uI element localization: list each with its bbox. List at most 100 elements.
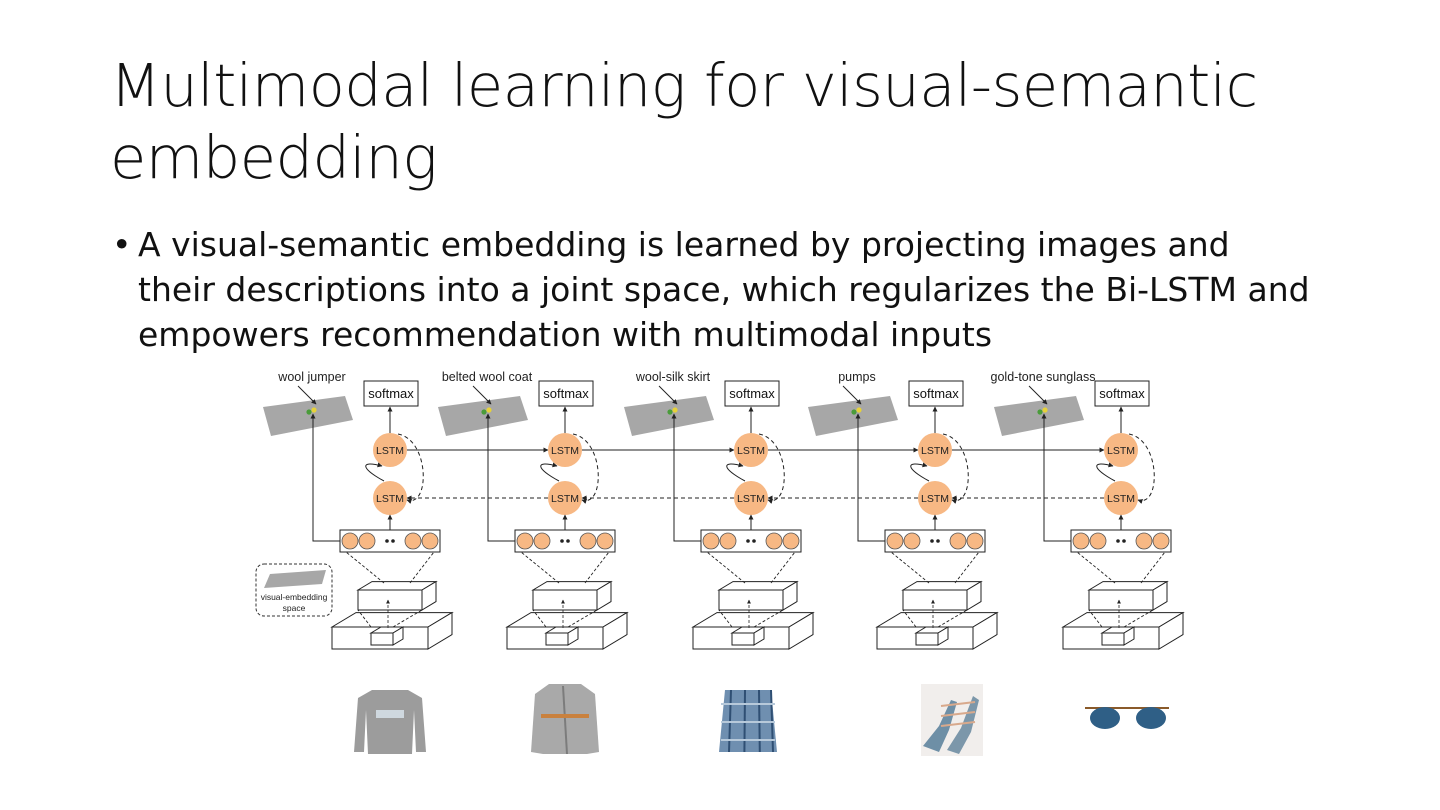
text-embedding-dot — [306, 409, 312, 415]
lstm-label: LSTM — [1107, 493, 1135, 505]
forward-lstm-node — [734, 433, 768, 467]
sweater-shape — [354, 690, 426, 754]
receptive-field-line — [1140, 551, 1166, 584]
lstm-dashed-curve — [758, 433, 785, 504]
cnn-input-volume-side — [788, 611, 814, 650]
projection-arrow — [855, 413, 885, 542]
lstm-curve — [540, 462, 560, 482]
image-embedding-dot — [672, 407, 678, 413]
feature-unit — [702, 532, 720, 550]
embedding-plane — [438, 396, 528, 436]
legend-box — [255, 563, 333, 617]
item-description: wool-silk skirt — [635, 370, 711, 384]
bullet-point: • A visual-semantic embedding is learned… — [112, 222, 1312, 357]
feature-unit — [1089, 532, 1107, 550]
item-description: wool jumper — [277, 370, 345, 384]
ellipsis-dot — [560, 539, 564, 543]
receptive-field-line — [532, 609, 547, 628]
grey-sweater-image — [354, 690, 426, 754]
feature-unit — [341, 532, 359, 550]
softmax-box — [1094, 380, 1150, 407]
cnn-kernel-side — [1123, 626, 1135, 646]
label-pointer — [658, 385, 678, 405]
lstm-curve — [910, 462, 930, 482]
ellipsis-dot — [936, 539, 940, 543]
feature-unit — [421, 532, 439, 550]
lstm-label: LSTM — [1107, 445, 1135, 457]
backward-lstm-node — [548, 481, 582, 515]
embedding-plane — [808, 396, 898, 436]
image-embedding-dot — [856, 407, 862, 413]
cnn-input-volume-side — [602, 611, 628, 650]
receptive-field-line — [567, 609, 598, 628]
cnn-feature-volume-side — [421, 580, 437, 611]
feature-unit — [949, 532, 967, 550]
receptive-field-line — [357, 609, 372, 628]
feature-unit — [1152, 532, 1170, 550]
legend-plane-icon — [264, 570, 326, 588]
right-pump — [947, 696, 979, 754]
visual-embedding-legend: visual-embedding space — [255, 563, 333, 617]
backward-lstm-node — [918, 481, 952, 515]
right-lens — [1136, 707, 1166, 729]
cnn-kernel-side — [567, 626, 579, 646]
label-pointer — [472, 385, 492, 405]
cnn-feature-volume-front — [1088, 589, 1154, 611]
lstm-curve — [726, 462, 746, 482]
cnn-feature-volume-front — [532, 589, 598, 611]
lstm-curve — [1096, 462, 1116, 482]
feature-unit — [1072, 532, 1090, 550]
receptive-field-line — [954, 551, 980, 584]
cnn-kernel-front — [731, 632, 755, 646]
cnn-kernel-front — [370, 632, 394, 646]
receptive-field-line — [890, 551, 930, 584]
lstm-label: LSTM — [376, 445, 404, 457]
receptive-field-line — [584, 551, 610, 584]
feature-unit — [579, 532, 597, 550]
feature-unit — [966, 532, 984, 550]
ellipsis-dot — [746, 539, 750, 543]
ellipsis-dot — [1116, 539, 1120, 543]
softmax-label: softmax — [1099, 386, 1145, 401]
feature-unit — [404, 532, 422, 550]
softmax-label: softmax — [729, 386, 775, 401]
receptive-field-line — [392, 609, 423, 628]
ellipsis-dot — [391, 539, 395, 543]
grey-belted-coat-image — [531, 684, 599, 755]
cnn-input-volume-side — [972, 611, 998, 650]
lstm-label: LSTM — [737, 493, 765, 505]
forward-lstm-node — [548, 433, 582, 467]
feature-unit — [886, 532, 904, 550]
lstm-connections — [406, 447, 1105, 501]
left-pump — [923, 700, 957, 752]
cnn-kernel-front — [915, 632, 939, 646]
feature-unit — [782, 532, 800, 550]
text-embedding-dot — [481, 409, 487, 415]
cnn-input-volume-side — [427, 611, 453, 650]
cnn-feature-volume-side — [966, 580, 982, 611]
receptive-field-line — [1088, 609, 1103, 628]
legend-line-1: visual-embedding — [261, 592, 328, 602]
receptive-field-line — [937, 609, 968, 628]
cnn-kernel-side — [937, 626, 949, 646]
receptive-field-line — [753, 609, 784, 628]
pump-strap — [940, 711, 976, 717]
image-embedding-dot — [1042, 407, 1048, 413]
lstm-label: LSTM — [921, 493, 949, 505]
label-pointer — [297, 385, 317, 405]
lstm-dashed-curve — [942, 433, 969, 504]
text-embedding-dot — [851, 409, 857, 415]
softmax-box — [363, 380, 419, 407]
feature-unit — [516, 532, 534, 550]
coat-belt — [541, 714, 589, 718]
left-lens — [1090, 707, 1120, 729]
image-embedding-dot — [311, 407, 317, 413]
receptive-field-line — [902, 609, 917, 628]
plaid-skirt-image — [719, 689, 777, 753]
cnn-kernel-side — [753, 626, 765, 646]
lstm-dashed-curve — [572, 433, 599, 504]
